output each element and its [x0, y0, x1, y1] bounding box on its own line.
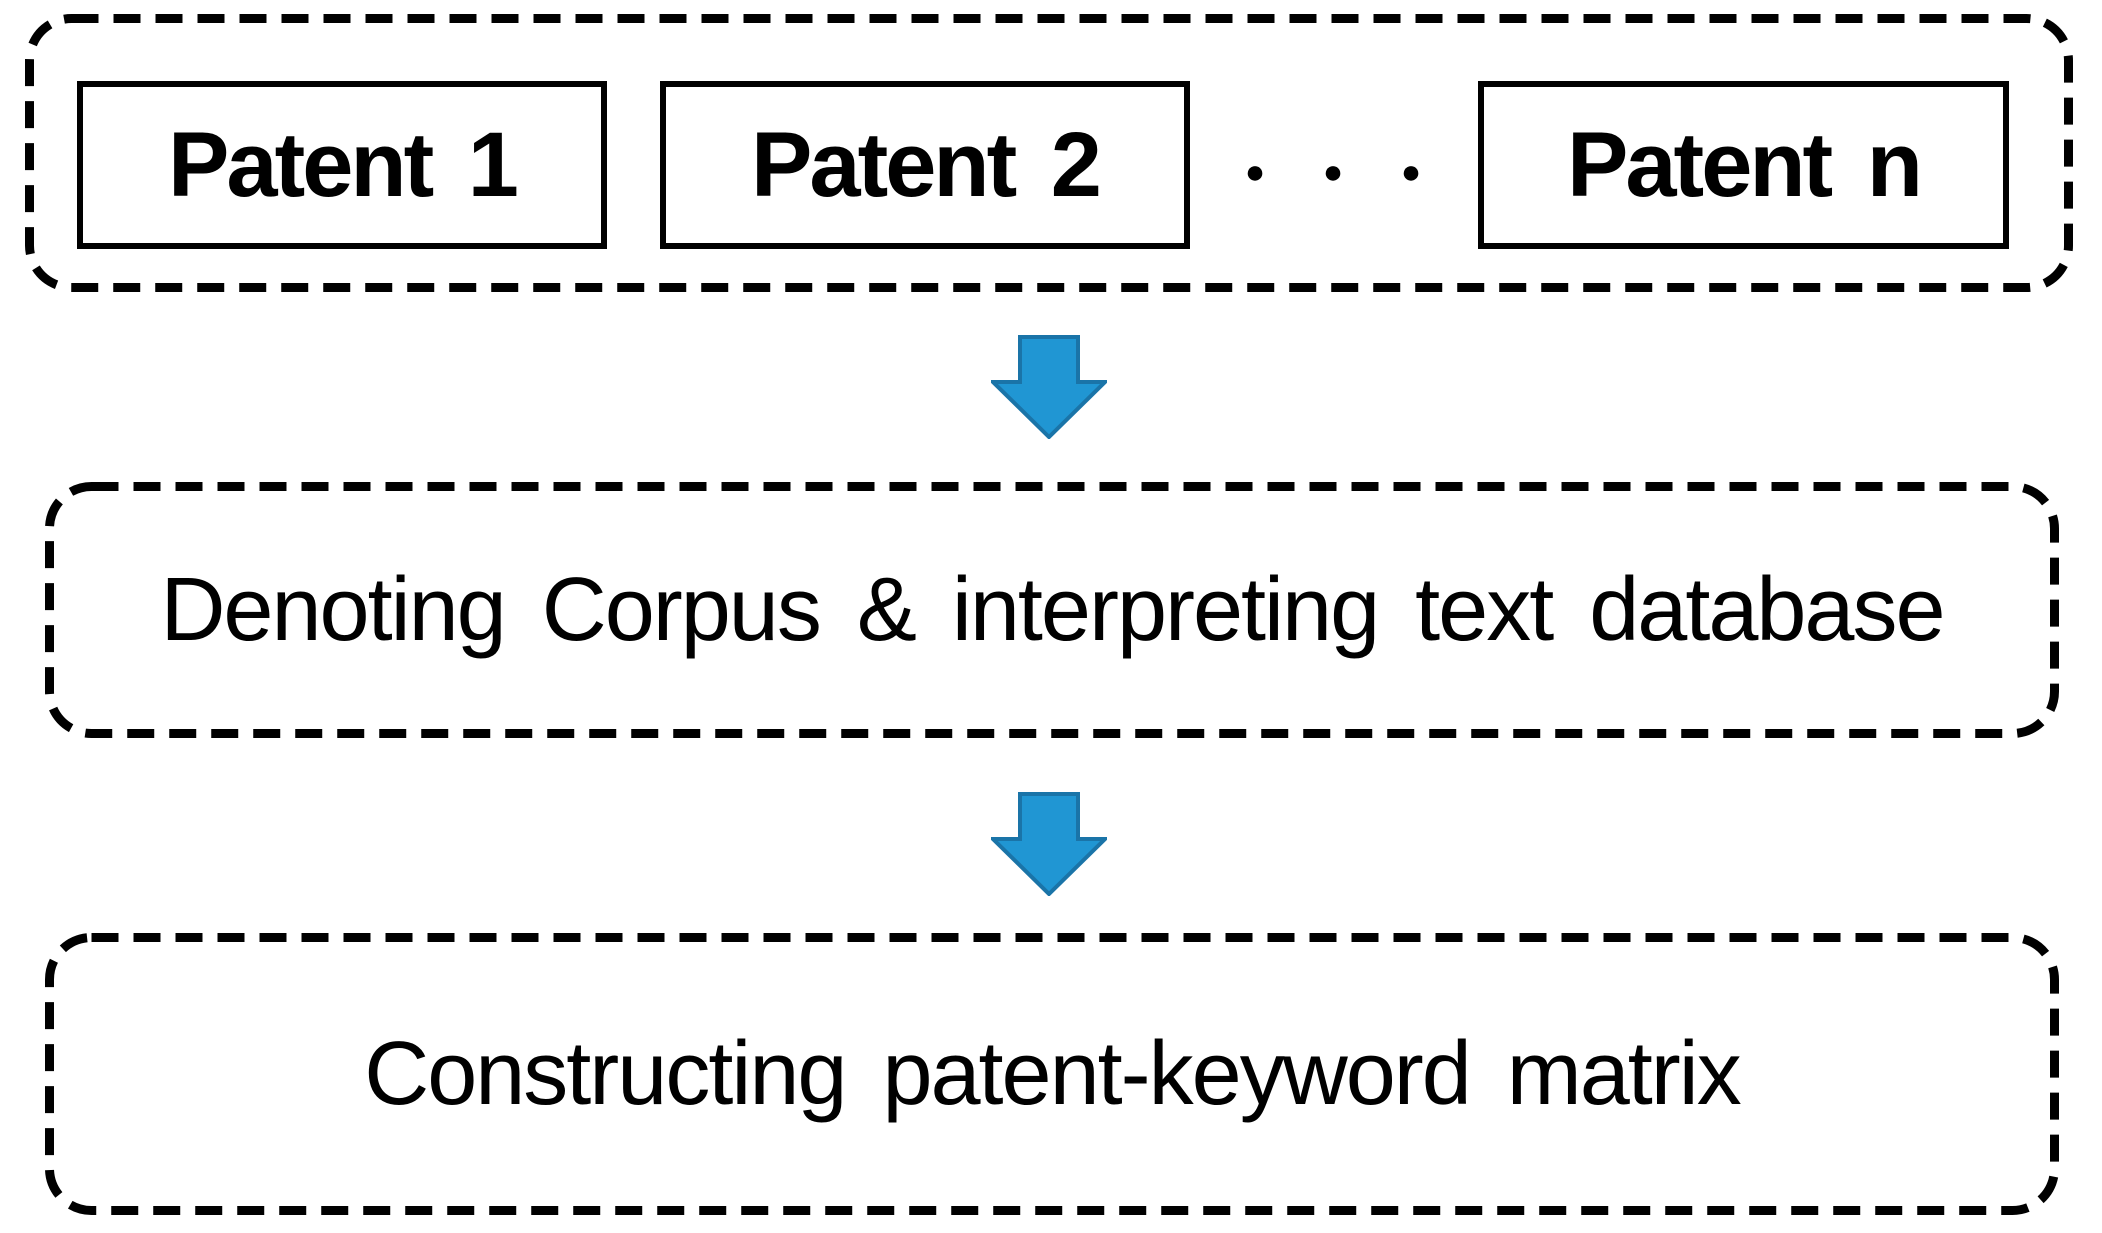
dashed-border	[25, 14, 2073, 292]
patent-box-1: Patent 1	[77, 81, 607, 249]
patent-2-label: Patent 2	[751, 114, 1102, 216]
patent-input-group: Patent 1 Patent 2 ● ● ● Patent n	[25, 14, 2073, 292]
arrow-down-shape-2	[991, 792, 1107, 896]
dashed-border	[45, 482, 2059, 738]
ellipsis-dots: ● ● ●	[1228, 81, 1438, 249]
patent-box-n: Patent n	[1478, 81, 2009, 249]
dashed-border	[45, 933, 2059, 1215]
step-constructing-matrix-label: Constructing patent-keyword matrix	[364, 1024, 1742, 1124]
arrow-down-icon-1	[991, 335, 1107, 439]
patent-1-label: Patent 1	[168, 114, 519, 216]
patent-n-label: Patent n	[1567, 114, 1923, 216]
ellipsis-dots-label: ● ● ●	[1244, 153, 1446, 191]
patent-box-2: Patent 2	[660, 81, 1190, 249]
step-denoting-corpus: Denoting Corpus & interpreting text data…	[45, 482, 2059, 738]
arrow-down-icon-2	[991, 792, 1107, 896]
arrow-down-shape-1	[991, 335, 1107, 439]
step-denoting-corpus-label: Denoting Corpus & interpreting text data…	[160, 560, 1945, 660]
step-constructing-matrix: Constructing patent-keyword matrix	[45, 933, 2059, 1215]
